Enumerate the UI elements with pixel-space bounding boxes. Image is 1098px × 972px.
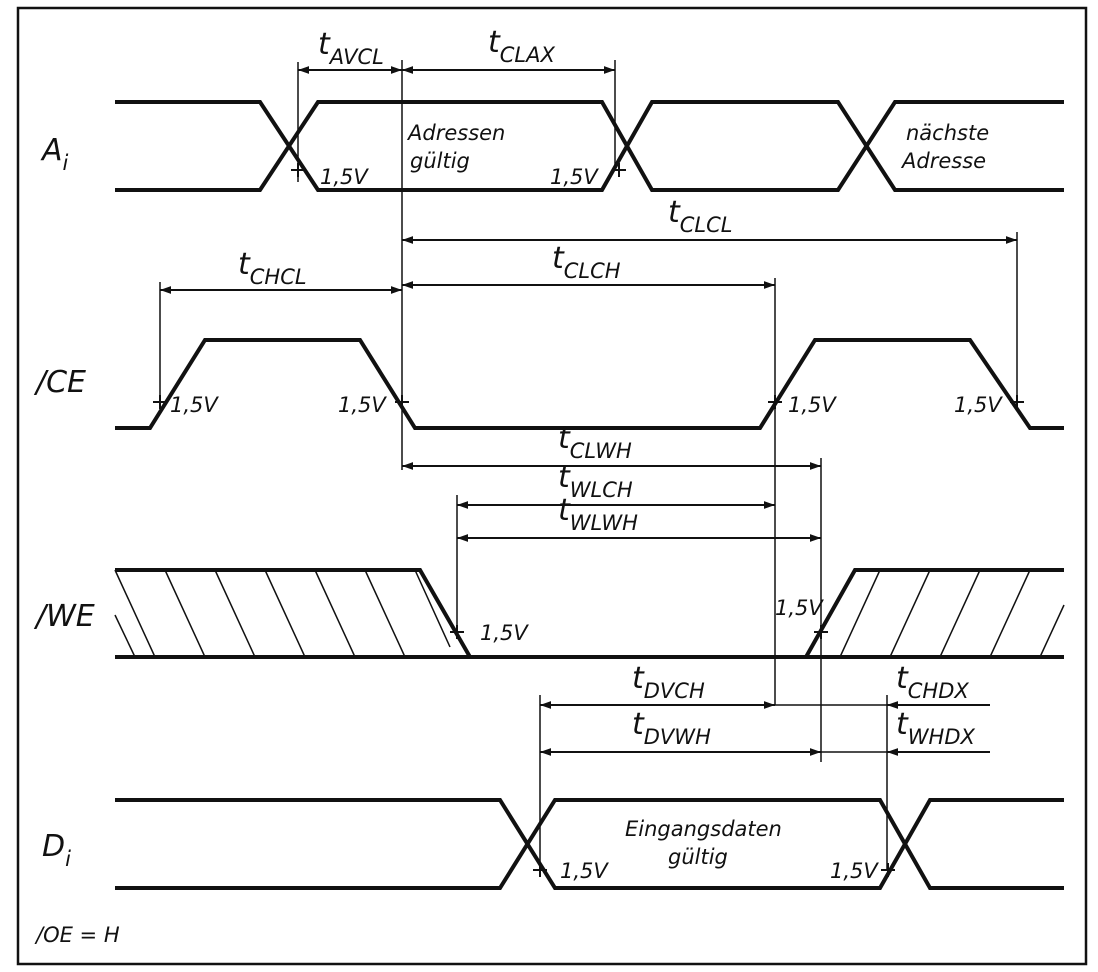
t-whdx-label: tWHDX bbox=[896, 707, 975, 749]
t-clcl-label: tCLCL bbox=[668, 195, 733, 237]
ai-valid-text-2: gültig bbox=[410, 149, 470, 173]
ai-next-text: nächste bbox=[906, 121, 989, 145]
we-hatched-region-left bbox=[114, 569, 451, 658]
signal-label-di: Di bbox=[42, 829, 71, 871]
ce-threshold-label: 1,5V bbox=[170, 393, 219, 417]
ai-valid-text: Adressen bbox=[406, 121, 505, 145]
we-hatched-region-right bbox=[839, 569, 1065, 658]
ce-threshold-label-2: 1,5V bbox=[338, 393, 387, 417]
t-dvch-label: tDVCH bbox=[632, 661, 705, 703]
oe-condition-note: /OE = H bbox=[34, 923, 120, 947]
t-clwh-label: tCLWH bbox=[558, 421, 632, 463]
di-valid-text: Eingangsdaten bbox=[625, 817, 782, 841]
t-clch-label: tCLCH bbox=[552, 241, 621, 283]
we-threshold-label-2: 1,5V bbox=[775, 596, 824, 620]
di-threshold-label-2: 1,5V bbox=[830, 859, 879, 883]
ce-waveform bbox=[115, 338, 1064, 430]
we-threshold-label: 1,5V bbox=[480, 621, 529, 645]
di-valid-text-2: gültig bbox=[668, 845, 728, 869]
t-chcl-label: tCHCL bbox=[238, 247, 307, 289]
ce-threshold-label-3: 1,5V bbox=[788, 393, 837, 417]
ai-threshold-label: 1,5V bbox=[320, 165, 369, 189]
di-threshold-label: 1,5V bbox=[560, 859, 609, 883]
signal-label-we: /WE bbox=[33, 599, 95, 634]
signal-label-ai: Ai bbox=[40, 133, 69, 175]
signal-label-ce: /CE bbox=[33, 365, 86, 400]
we-waveform bbox=[115, 568, 1064, 659]
t-chdx-label: tCHDX bbox=[896, 661, 969, 703]
t-dvwh-label: tDVWH bbox=[632, 707, 711, 749]
t-clax-label: tCLAX bbox=[488, 25, 555, 67]
t-avcl-label: tAVCL bbox=[318, 27, 384, 69]
diagram-frame bbox=[16, 6, 1088, 966]
ai-threshold-label-2: 1,5V bbox=[550, 165, 599, 189]
t-wlch-label: tWLCH bbox=[558, 460, 633, 502]
ce-threshold-label-4: 1,5V bbox=[954, 393, 1003, 417]
t-wlwh-label: tWLWH bbox=[558, 493, 638, 535]
ai-next-text-2: Adresse bbox=[900, 149, 986, 173]
